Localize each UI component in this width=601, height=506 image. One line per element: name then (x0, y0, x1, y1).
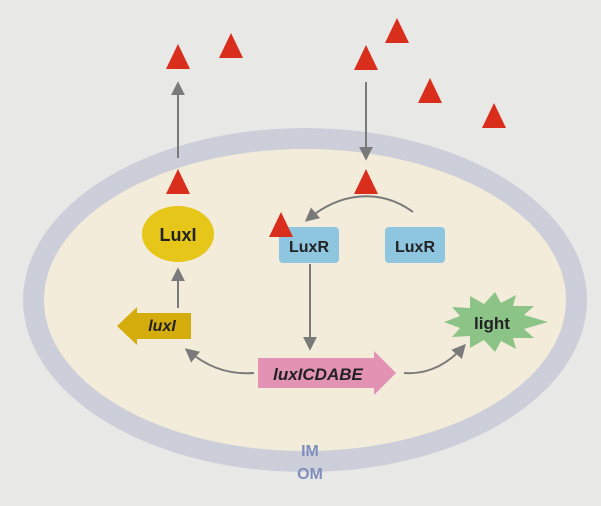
luxR-bound-label: LuxR (289, 239, 329, 256)
operon-label: luxICDABE (273, 365, 363, 384)
luxR-free-label: LuxR (395, 239, 435, 256)
red-triangle-icon (219, 33, 243, 58)
luxI-protein-label: LuxI (159, 225, 196, 245)
red-triangle-icon (418, 78, 442, 103)
light-production-arrow (403, 343, 466, 375)
red-triangle-icon (354, 45, 378, 70)
luxR-free (385, 227, 445, 263)
outer-membrane-label: OM (297, 466, 323, 483)
extracellular-autoinducers (166, 18, 506, 128)
luxR-bound (279, 227, 339, 263)
luxI-expression-arrow (184, 348, 255, 375)
red-triangle-icon (166, 44, 190, 69)
inner-membrane-label: IM (301, 443, 319, 460)
operon-arrow (258, 351, 396, 395)
red-triangle-icon (269, 212, 293, 237)
red-triangle-icon (166, 169, 190, 194)
light-label: light (474, 314, 510, 333)
starburst-icon (444, 292, 548, 352)
luxI-gene-label: luxI (148, 318, 176, 335)
binding-arrow (304, 195, 414, 222)
red-triangle-icon (385, 18, 409, 43)
red-triangle-icon (482, 103, 506, 128)
luxI-gene-arrow (117, 307, 191, 345)
red-triangle-icon (354, 169, 378, 194)
luxI-protein (142, 206, 214, 262)
